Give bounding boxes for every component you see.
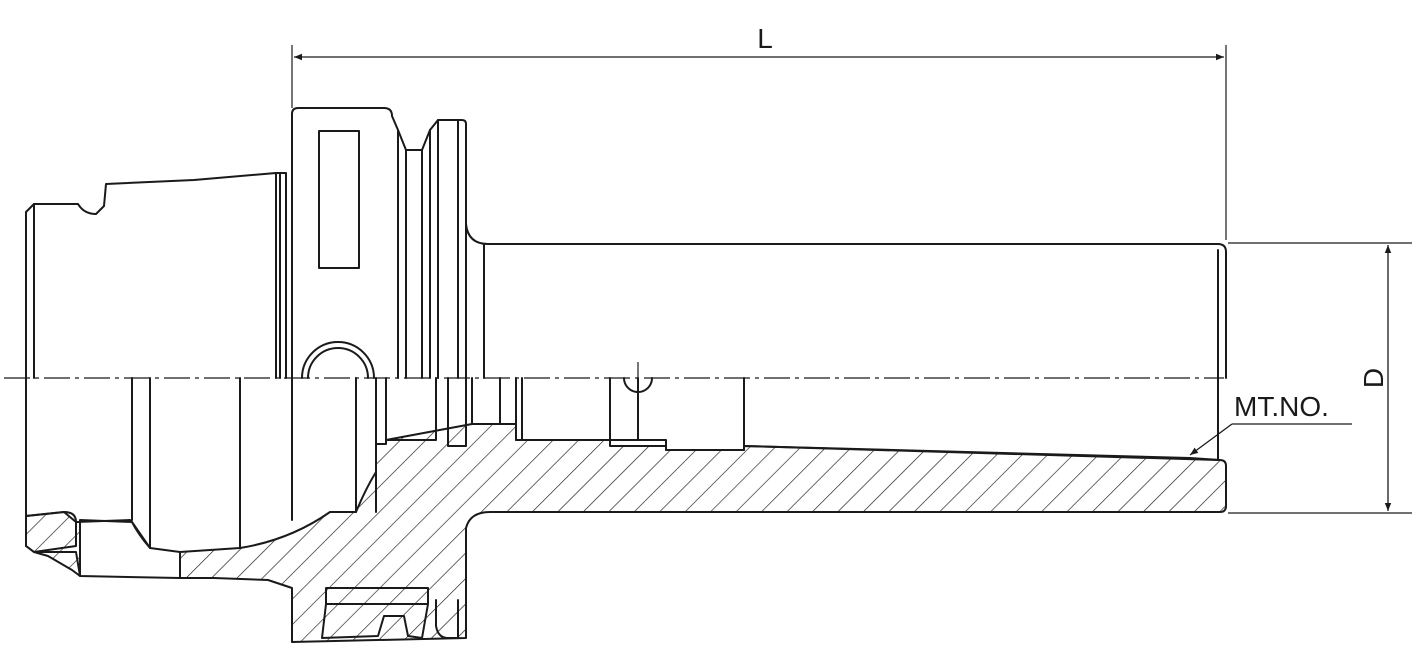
tang-slot bbox=[609, 377, 745, 451]
drawbar-step-c bbox=[471, 377, 501, 425]
morse-taper-line bbox=[743, 445, 1219, 461]
cone-lower-lip bbox=[25, 511, 77, 553]
key-slot-outer bbox=[301, 341, 375, 379]
v-groove bbox=[397, 129, 431, 379]
hatched-body bbox=[25, 423, 1227, 643]
drawbar-step-a bbox=[385, 377, 437, 441]
lower-flange-groove bbox=[321, 603, 429, 639]
length-label: L bbox=[757, 23, 773, 54]
flange-left bbox=[291, 107, 399, 379]
flange-window bbox=[318, 130, 360, 269]
taper-leader-arrow bbox=[1189, 423, 1233, 456]
lower-section bbox=[25, 362, 1227, 643]
dimension-diameter: D bbox=[1228, 242, 1412, 514]
diameter-label: D bbox=[1358, 368, 1389, 388]
dimension-length: L bbox=[291, 23, 1227, 240]
cone-lower-outer bbox=[25, 377, 181, 579]
flange-right bbox=[429, 119, 467, 379]
key-slot-inner bbox=[307, 347, 369, 379]
taper-label: MT.NO. bbox=[1234, 391, 1329, 422]
hsk-cone bbox=[25, 172, 277, 379]
lower-key-slot bbox=[325, 587, 429, 605]
upper-outline bbox=[25, 107, 1227, 379]
shank-top bbox=[465, 223, 1227, 379]
taper-callout: MT.NO. bbox=[1189, 391, 1352, 456]
lower-flange-lip bbox=[435, 599, 459, 639]
drawbar-step-b bbox=[447, 377, 467, 447]
